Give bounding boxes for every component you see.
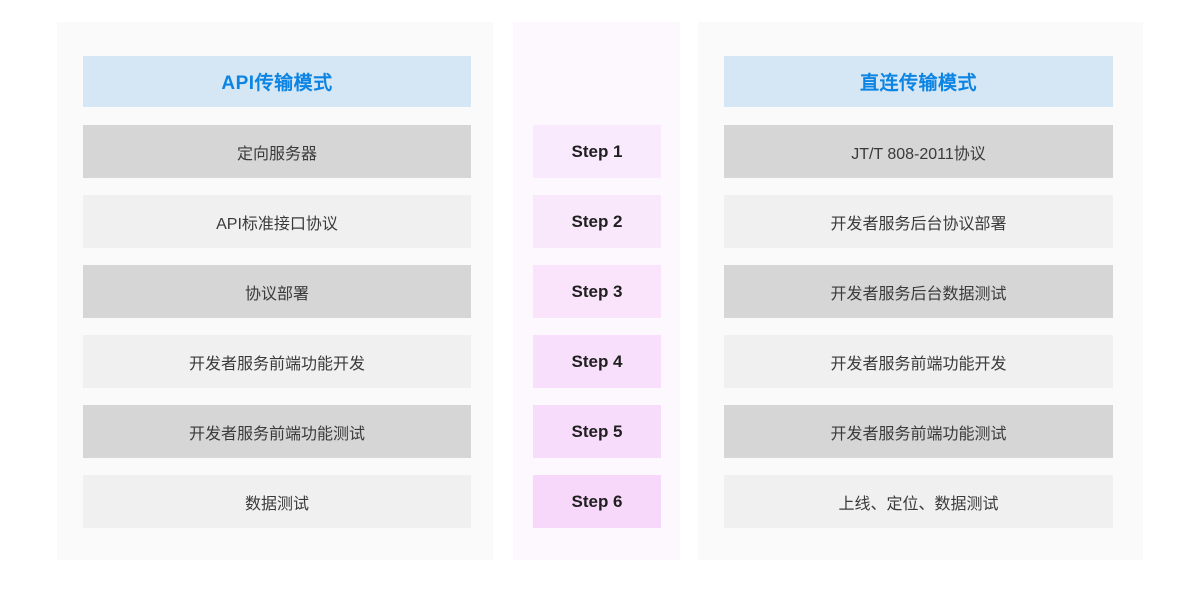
api-mode-row-label: 开发者服务前端功能开发 xyxy=(188,355,365,373)
api-mode-row-label: API标准接口协议 xyxy=(216,215,338,233)
direct-mode-row: 开发者服务后台数据测试 xyxy=(724,265,1113,318)
step-item: Step 3 xyxy=(533,265,661,318)
step-item-label: Step 2 xyxy=(571,211,623,231)
step-item-label: Step 6 xyxy=(571,491,623,511)
api-mode-row: 开发者服务前端功能开发 xyxy=(83,335,471,388)
direct-mode-row-label: JT/T 808-2011协议 xyxy=(851,145,986,163)
step-item: Step 1 xyxy=(533,125,661,178)
direct-mode-row-label: 开发者服务后台协议部署 xyxy=(830,215,1007,233)
step-item: Step 2 xyxy=(533,195,661,248)
direct-mode-row: JT/T 808-2011协议 xyxy=(724,125,1113,178)
api-mode-row-label: 开发者服务前端功能测试 xyxy=(188,425,365,443)
step-item-label: Step 5 xyxy=(571,421,623,441)
column-panel-steps: Step 1 Step 2 Step 3 Step 4 Step 5 Step 6 xyxy=(513,22,680,560)
direct-mode-row: 开发者服务前端功能测试 xyxy=(724,405,1113,458)
api-mode-row: 开发者服务前端功能测试 xyxy=(83,405,471,458)
direct-mode-row-label: 上线、定位、数据测试 xyxy=(838,495,999,513)
column-header-direct-mode: 直连传输模式 xyxy=(724,56,1113,107)
step-item: Step 4 xyxy=(533,335,661,388)
step-item: Step 5 xyxy=(533,405,661,458)
api-mode-row: 数据测试 xyxy=(83,475,471,528)
api-mode-row-label: 数据测试 xyxy=(244,495,309,513)
column-panel-direct-mode: 直连传输模式 JT/T 808-2011协议开发者服务后台协议部署开发者服务后台… xyxy=(698,22,1143,560)
step-item-label: Step 1 xyxy=(571,141,623,161)
column-header-api-mode: API传输模式 xyxy=(83,56,471,107)
direct-mode-row-label: 开发者服务前端功能开发 xyxy=(830,355,1007,373)
step-item-label: Step 4 xyxy=(571,351,623,371)
direct-mode-row-label: 开发者服务后台数据测试 xyxy=(830,285,1007,303)
api-mode-row: 定向服务器 xyxy=(83,125,471,178)
step-list: Step 1 Step 2 Step 3 Step 4 Step 5 Step 6 xyxy=(533,125,661,545)
column-panel-api-mode: API传输模式 定向服务器 API标准接口协议协议部署开发者服务前端功能开发开发者… xyxy=(57,22,493,560)
api-mode-row-label: 协议部署 xyxy=(244,285,309,303)
direct-mode-row: 上线、定位、数据测试 xyxy=(724,475,1113,528)
step-item: Step 6 xyxy=(533,475,661,528)
api-mode-row: 协议部署 xyxy=(83,265,471,318)
direct-mode-row-label: 开发者服务前端功能测试 xyxy=(830,425,1007,443)
api-mode-row-label: 定向服务器 xyxy=(236,145,317,163)
direct-mode-row: 开发者服务后台协议部署 xyxy=(724,195,1113,248)
direct-mode-row: 开发者服务前端功能开发 xyxy=(724,335,1113,388)
step-item-label: Step 3 xyxy=(571,281,623,301)
api-mode-row: API标准接口协议 xyxy=(83,195,471,248)
column-rows-api-mode: 定向服务器 API标准接口协议协议部署开发者服务前端功能开发开发者服务前端功能测试… xyxy=(83,125,471,545)
column-rows-direct-mode: JT/T 808-2011协议开发者服务后台协议部署开发者服务后台数据测试开发者… xyxy=(724,125,1113,545)
